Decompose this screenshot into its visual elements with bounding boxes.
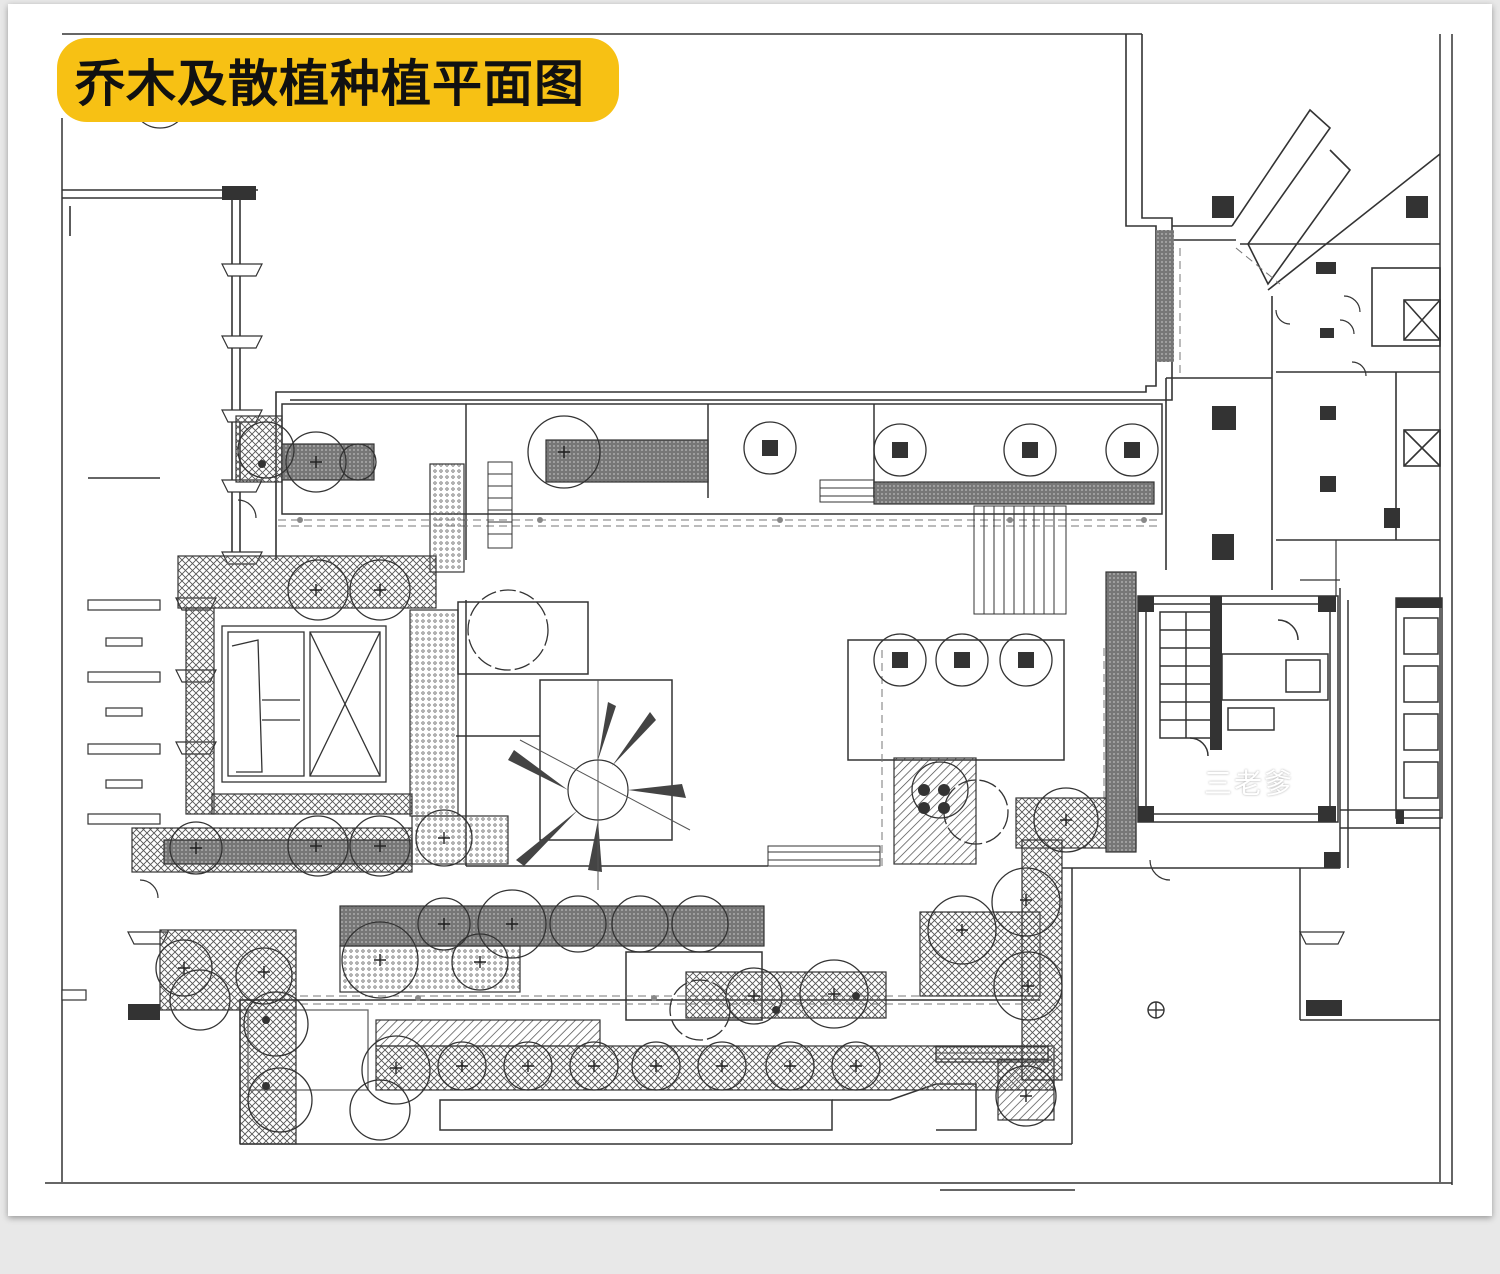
stair-icon [487, 461, 1067, 867]
title-badge: 乔木及散植种植平面图 [57, 38, 619, 122]
left-building [62, 189, 258, 560]
water-feature [221, 625, 387, 1091]
guide-points [297, 517, 1147, 1001]
planting-beds [131, 415, 1155, 1145]
left-steps [61, 599, 161, 1001]
compass-icon [1147, 1001, 1165, 1019]
drawing-sheet: 乔木及散植种植平面图 三老爹 [8, 4, 1492, 1216]
door-swing-icon [139, 295, 1367, 899]
planting-plan-drawing [45, 33, 1453, 1191]
tree-symbol-icon [131, 71, 1159, 1141]
pinwheel-sculpture [508, 680, 691, 890]
building-columns [1156, 196, 1428, 560]
page-title: 乔木及散植种植平面图 [75, 55, 585, 113]
building-outline [275, 34, 1441, 590]
stair-core-building [1137, 588, 1443, 868]
tree-center-marks [178, 446, 1072, 1102]
tree-square-markers [258, 440, 1140, 1090]
stair-core-columns [128, 186, 1442, 1020]
watermark: 三老爹 [1204, 767, 1295, 800]
